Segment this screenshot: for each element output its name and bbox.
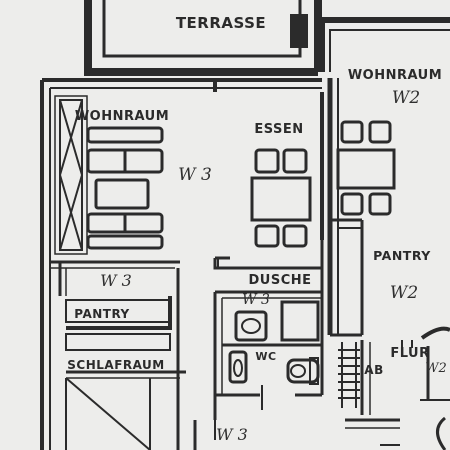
shelf-top xyxy=(86,126,164,144)
terrasse-area xyxy=(84,0,322,76)
essen-label: ESSEN xyxy=(254,122,303,137)
pantry-left-counter xyxy=(65,296,172,330)
bathroom-fixtures xyxy=(228,300,320,385)
wc-label: WC xyxy=(255,350,276,363)
handwritten-w3-bottom: W 3 xyxy=(216,425,248,444)
wohnraum-wardrobe xyxy=(54,95,88,255)
dining-table xyxy=(250,176,312,222)
door-markers xyxy=(193,256,230,450)
bathroom-basin xyxy=(228,350,248,384)
handwritten-w2-pantry: W2 xyxy=(390,283,418,303)
pantry-left-label: PANTRY xyxy=(74,307,129,321)
washbasin xyxy=(234,310,268,342)
wohnraum-right-label: WOHNRAUM xyxy=(348,68,442,83)
right-unit-walls xyxy=(319,17,450,337)
coffee-table xyxy=(94,178,150,210)
ab-label: AB xyxy=(364,363,383,377)
sideboard xyxy=(86,234,164,250)
flur-label: FLUR xyxy=(390,346,429,361)
shower-tray xyxy=(280,300,320,342)
schlafraum-closet xyxy=(65,333,186,450)
right-dining-table xyxy=(336,120,396,216)
terrasse-label: TERRASSE xyxy=(176,14,266,32)
pantry-right-label: PANTRY xyxy=(373,248,431,263)
flur-walls xyxy=(345,326,450,450)
ab-riser xyxy=(338,340,371,415)
dusche-label: DUSCHE xyxy=(248,273,311,288)
handwritten-w2-wohnraum: W2 xyxy=(392,88,420,108)
handwritten-w3-wohnraum: W 3 xyxy=(178,165,212,185)
handwritten-w3-dusche: W 3 xyxy=(242,292,270,308)
interior-walls xyxy=(50,258,322,450)
left-unit-walls xyxy=(40,78,324,450)
terrasse-post xyxy=(290,14,308,48)
essen-dining-table xyxy=(250,148,312,248)
wohnraum-left-label: WOHNRAUM xyxy=(75,109,169,124)
wohnraum-furniture xyxy=(86,126,164,250)
handwritten-w2-flur: W2 xyxy=(425,361,447,376)
schlafraum-label: SCHLAFRAUM xyxy=(67,358,164,372)
handwritten-w3-left: W 3 xyxy=(100,271,132,290)
